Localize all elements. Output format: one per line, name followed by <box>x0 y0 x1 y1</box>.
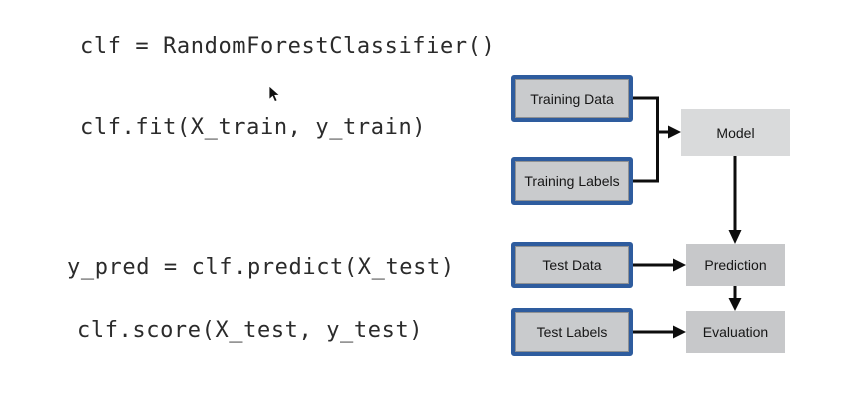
training-merge-wire <box>633 96 659 183</box>
test-data-label: Test Data <box>542 257 602 273</box>
arrowhead-into-evaluation-icon <box>728 298 742 311</box>
test-data-box: Test Data <box>511 242 633 288</box>
model-box: Model <box>681 109 790 156</box>
evaluation-label: Evaluation <box>702 324 769 340</box>
test-labels-label: Test Labels <box>536 324 608 340</box>
code-line-classifier-init: clf = RandomForestClassifier() <box>80 34 496 59</box>
prediction-label: Prediction <box>704 257 767 273</box>
code-line-fit: clf.fit(X_train, y_train) <box>80 115 427 140</box>
mouse-cursor-icon <box>268 85 281 103</box>
code-line-score: clf.score(X_test, y_test) <box>77 318 424 343</box>
arrowhead-testdata-prediction-icon <box>673 258 686 272</box>
training-data-box: Training Data <box>511 75 633 122</box>
arrowhead-into-model-icon <box>668 125 681 139</box>
arrowhead-testlabels-evaluation-icon <box>673 325 686 339</box>
training-data-label: Training Data <box>530 90 614 107</box>
evaluation-box: Evaluation <box>686 311 785 353</box>
arrowhead-into-prediction-icon <box>728 230 742 244</box>
training-labels-box: Training Labels <box>511 157 633 205</box>
prediction-box: Prediction <box>686 244 785 286</box>
code-line-predict: y_pred = clf.predict(X_test) <box>67 255 455 280</box>
test-labels-box: Test Labels <box>511 308 633 356</box>
model-label: Model <box>716 124 755 141</box>
training-labels-label: Training Labels <box>524 173 620 189</box>
